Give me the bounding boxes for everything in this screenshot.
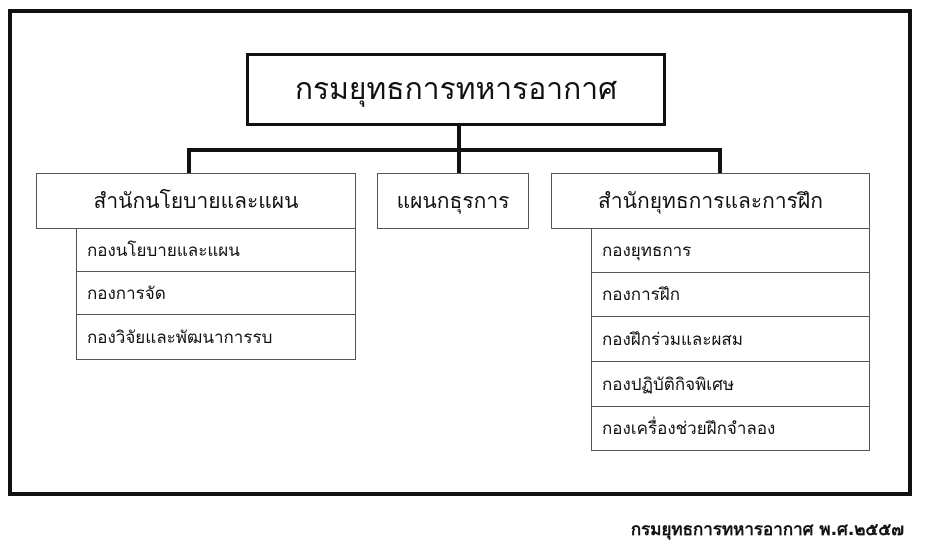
source-caption: กรมยุทธการทหารอากาศ พ.ศ.๒๕๕๗ [630,520,904,540]
root-unit-box: กรมยุทธการทหารอากาศ [246,53,666,126]
root-connector-line [457,125,461,150]
right-connector-line [718,148,722,173]
sub-unit-label: กองยุทธการ [602,241,692,261]
sub-unit-box: กองนโยบายและแผน [76,228,356,272]
branch-box-policy-plans: สำนักนโยบายและแผน [36,173,356,229]
branch-label-operations-training: สำนักยุทธการและการฝึก [598,188,823,213]
sub-unit-box: กองยุทธการ [591,228,870,273]
sub-unit-label: กองวิจัยและพัฒนาการรบ [87,327,273,348]
sub-unit-box: กองปฏิบัติกิจพิเศษ [591,361,870,407]
branch-label-policy-plans: สำนักนโยบายและแผน [93,188,299,213]
horizontal-connector-line [187,148,722,152]
sub-unit-label: กองการฝึก [602,285,681,305]
sub-unit-label: กองนโยบายและแผน [87,240,240,261]
sub-unit-box: กองการฝึก [591,272,870,317]
sub-unit-label: กองฝึกร่วมและผสม [602,329,743,350]
root-unit-label: กรมยุทธการทหารอากาศ [294,72,618,107]
branch-box-operations-training: สำนักยุทธการและการฝึก [551,173,870,229]
branch-box-admin: แผนกธุรการ [377,173,529,229]
sub-unit-box: กองการจัด [76,271,356,315]
sub-unit-box: กองเครื่องช่วยฝึกจำลอง [591,406,870,451]
sub-unit-label: กองการจัด [87,283,166,304]
left-connector-line [187,148,191,173]
sub-unit-label: กองปฏิบัติกิจพิเศษ [602,374,735,395]
center-connector-line [457,148,461,173]
sub-unit-label: กองเครื่องช่วยฝึกจำลอง [602,419,776,439]
branch-label-admin: แผนกธุรการ [396,188,510,213]
sub-unit-box: กองวิจัยและพัฒนาการรบ [76,314,356,360]
sub-unit-box: กองฝึกร่วมและผสม [591,316,870,362]
org-chart-frame [8,9,912,496]
